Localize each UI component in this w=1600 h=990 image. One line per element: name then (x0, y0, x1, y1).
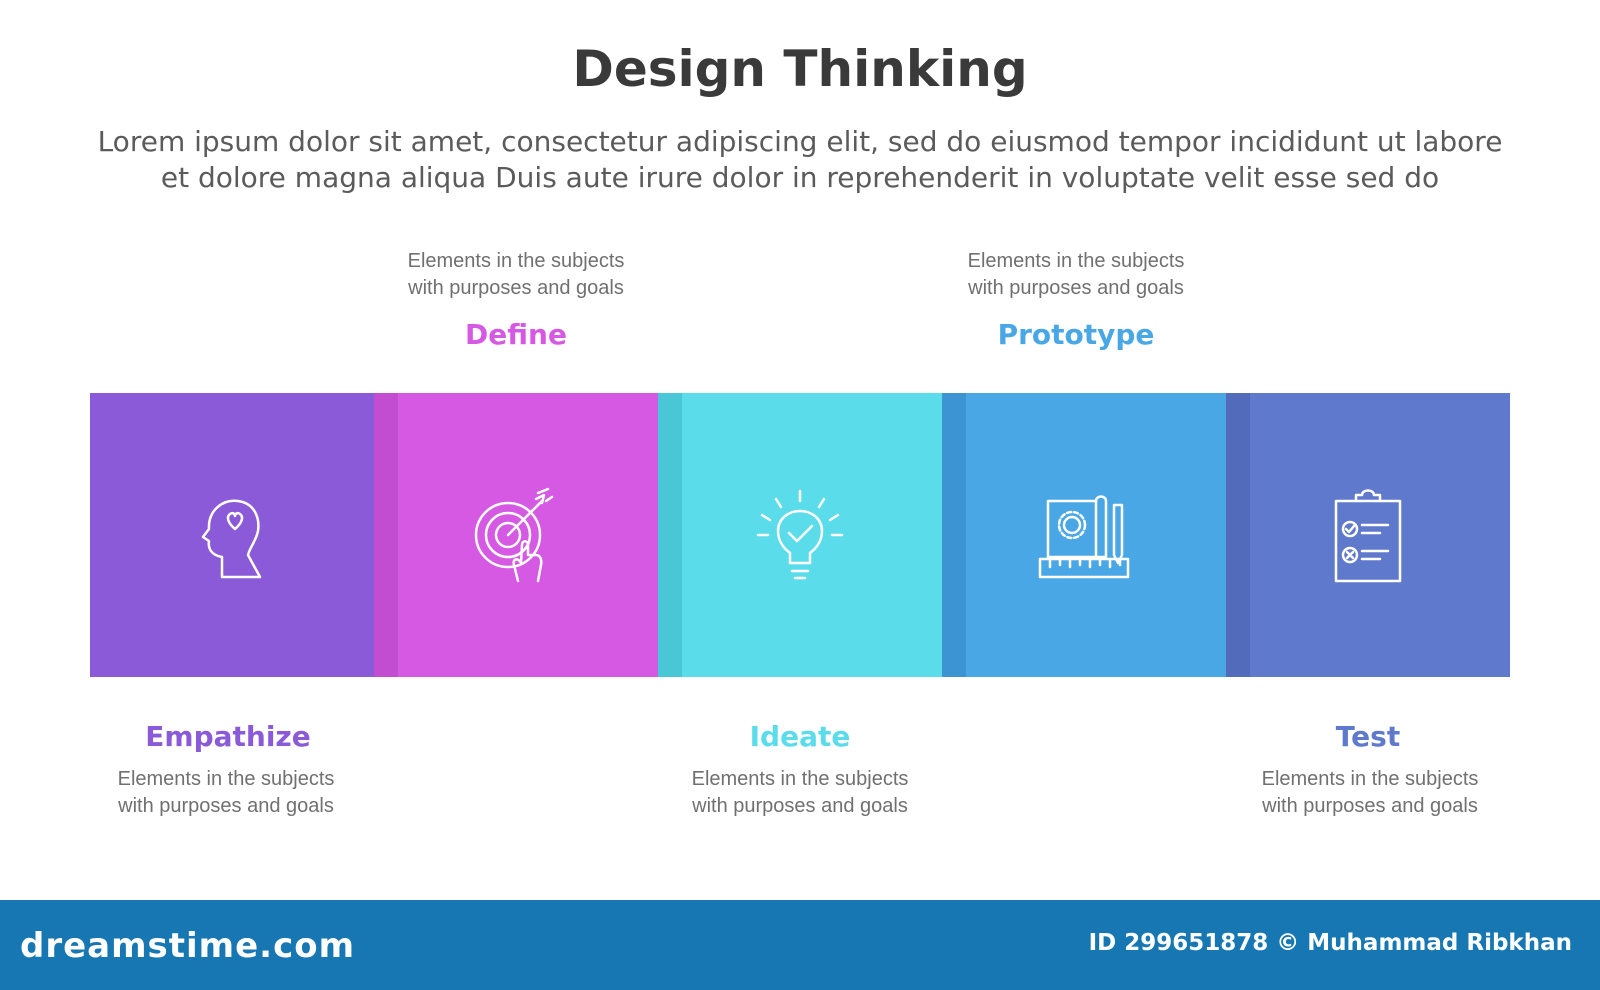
footer-logo: dreamstime.com (20, 926, 356, 966)
prototype-block (942, 393, 1226, 677)
empathize-description: Elements in the subjects with purposes a… (117, 768, 335, 817)
subtitle-line-1: Lorem ipsum dolor sit amet, consectetur … (97, 125, 1503, 158)
test-description: Elements in the subjects with purposes a… (1261, 768, 1479, 817)
head-heart-icon (201, 499, 262, 579)
page-title: Design Thinking (572, 40, 1028, 98)
test-label: Test (1335, 720, 1401, 753)
empathize-block (90, 393, 374, 677)
empathize-label: Empathize (145, 720, 311, 753)
process-band (90, 393, 1510, 677)
define-label: Define (465, 318, 567, 351)
footer-credit: ID 299651878 © Muhammad Ribkhan (1088, 930, 1572, 956)
prototype-label: Prototype (997, 318, 1155, 351)
subtitle-line-2: et dolore magna aliqua Duis aute irure d… (160, 161, 1440, 194)
ideate-description: Elements in the subjects with purposes a… (691, 768, 909, 817)
define-block (374, 393, 658, 677)
prototype-description: Elements in the subjects with purposes a… (967, 250, 1185, 299)
page-subtitle: Lorem ipsum dolor sit amet, consectetur … (60, 124, 1540, 196)
ideate-block (658, 393, 942, 677)
clipboard-checklist-icon (1334, 489, 1402, 583)
ideate-label: Ideate (749, 720, 851, 753)
blueprint-ruler-icon (1038, 495, 1130, 579)
footer-bar: dreamstime.com ID 299651878 © Muhammad R… (0, 900, 1600, 990)
target-arrow-icon (474, 487, 554, 583)
lightbulb-check-icon (756, 489, 844, 580)
test-block (1226, 393, 1510, 677)
define-description: Elements in the subjects with purposes a… (407, 250, 625, 299)
